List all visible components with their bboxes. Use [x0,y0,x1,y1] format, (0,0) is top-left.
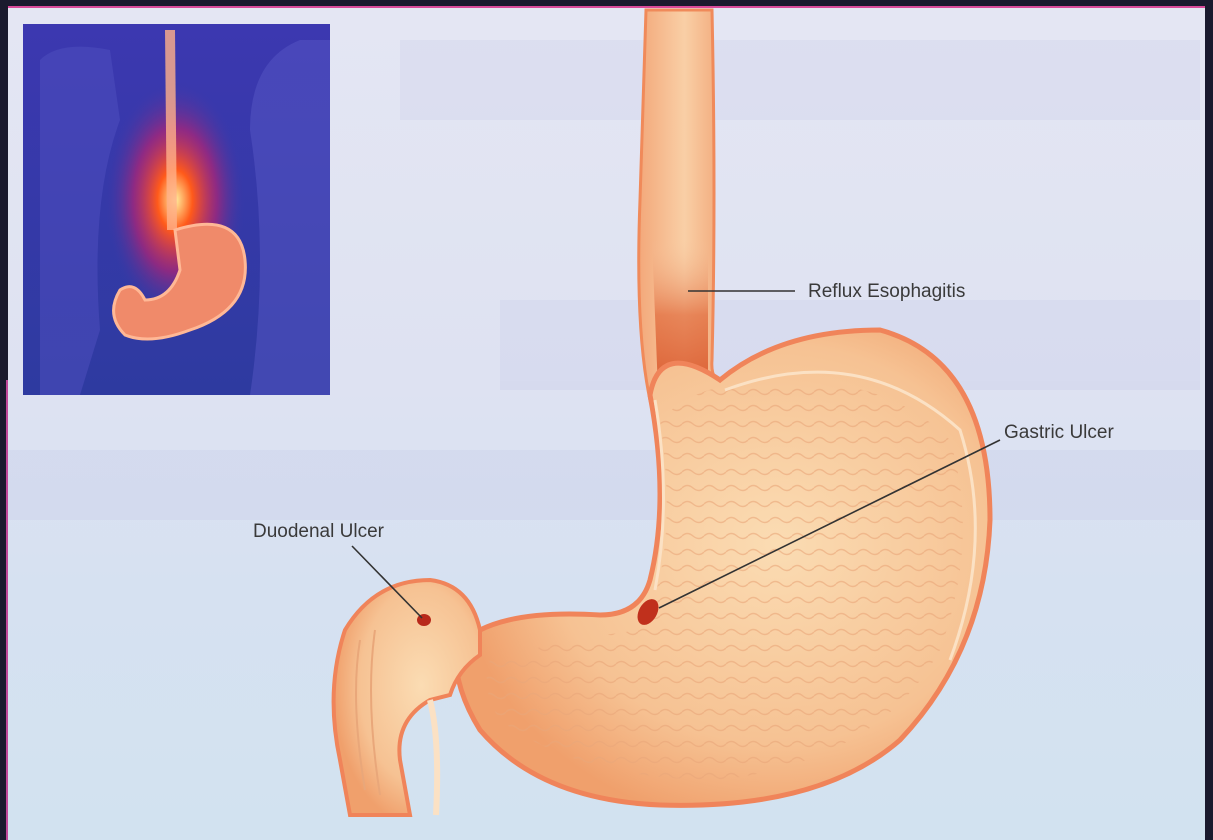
torso-inset [23,24,330,395]
reflux-label: Reflux Esophagitis [808,281,965,303]
gastric-label: Gastric Ulcer [1004,422,1114,444]
duodenum [334,580,480,815]
stomach [455,330,990,805]
duodenal-label: Duodenal Ulcer [253,521,384,543]
